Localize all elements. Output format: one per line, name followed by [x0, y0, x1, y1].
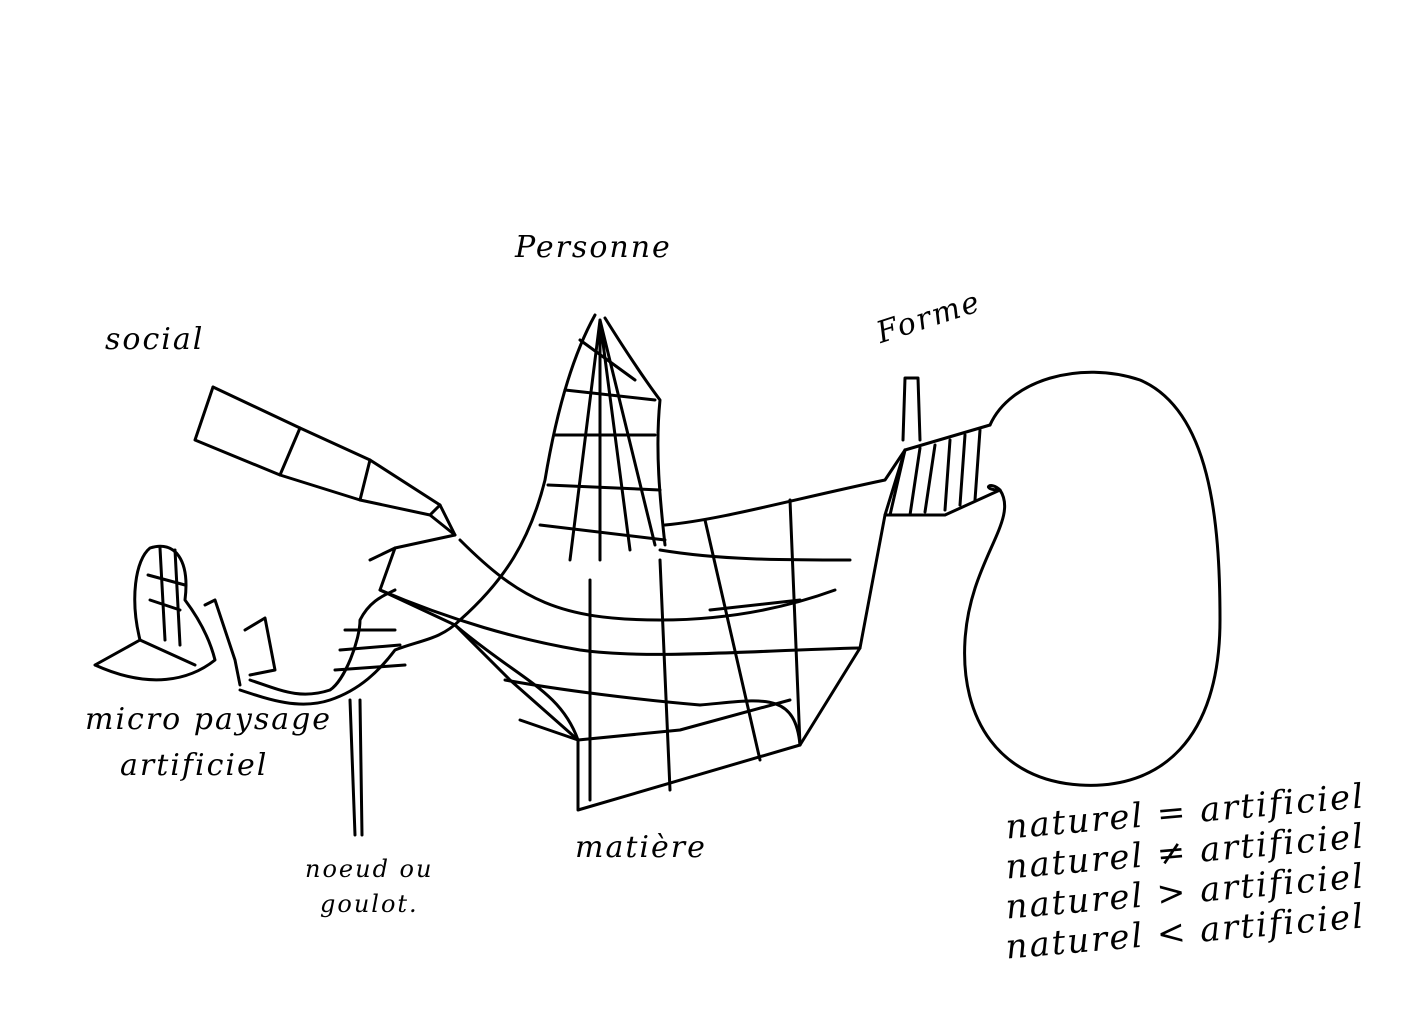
label-social: social	[105, 322, 205, 357]
social-arm	[193, 385, 457, 562]
label-noeud-1: noeud ou	[305, 855, 434, 883]
relations-list: naturel = artificiel naturel ≠ artificie…	[1004, 776, 1367, 967]
noeud-goulot	[238, 588, 462, 837]
matiere-mesh	[378, 423, 1002, 812]
label-personne: Personne	[515, 230, 672, 265]
forme-blob	[963, 370, 1222, 787]
label-micro-paysage-1: micro paysage	[85, 702, 333, 737]
personne-peak	[458, 313, 667, 622]
forme-post	[901, 376, 922, 442]
label-matiere: matière	[575, 830, 707, 865]
label-micro-paysage-2: artificiel	[120, 748, 269, 783]
micro-paysage	[93, 544, 277, 687]
label-noeud-2: goulot.	[320, 890, 419, 918]
